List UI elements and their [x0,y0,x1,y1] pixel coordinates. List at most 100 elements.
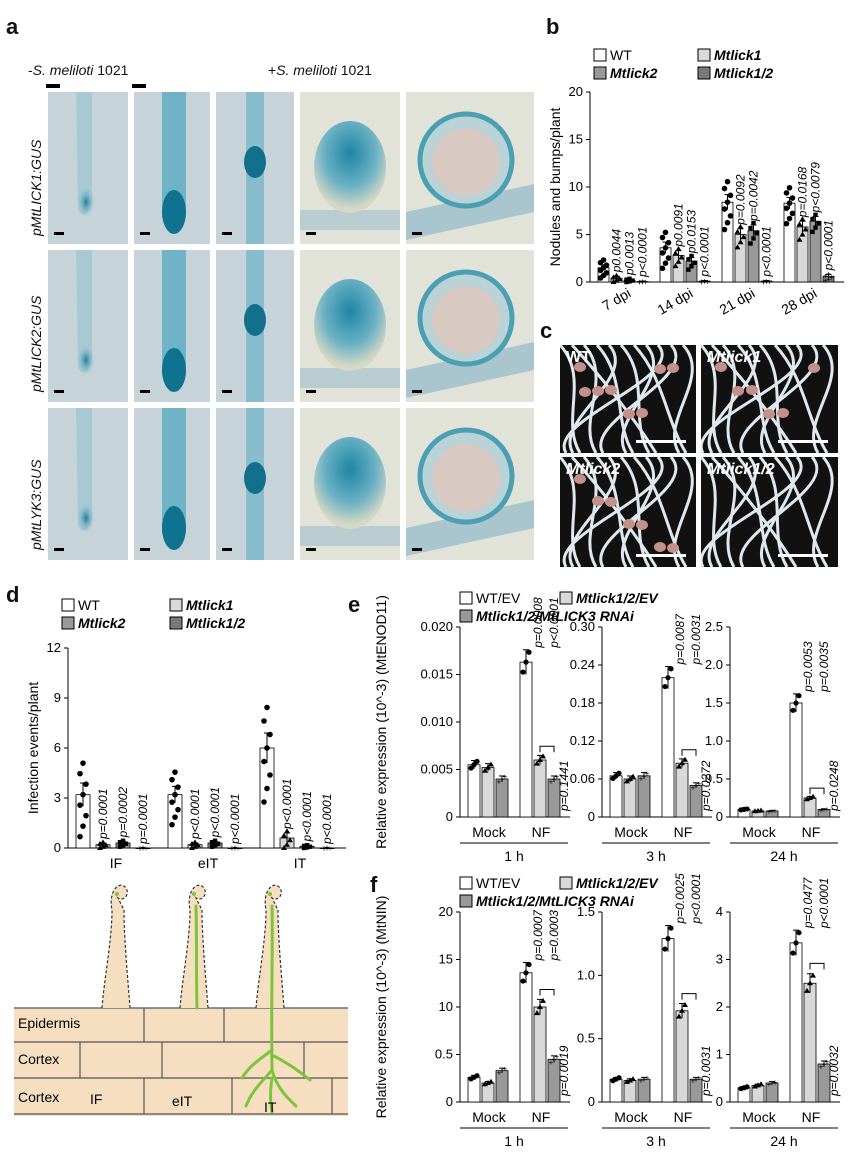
p-value-label: p<0.0001 [300,791,314,842]
data-point [796,221,803,227]
row-label-lick1: pMtLICK1:GUS [28,139,44,236]
data-point: + [642,772,647,781]
data-point: + [639,774,644,783]
panel-label-e: e [348,592,361,617]
data-point [261,799,267,805]
panel-label-d: d [6,582,20,607]
data-point [80,760,86,766]
nodule-mark [715,362,727,372]
p-value-label: p=0.0019 [557,1045,571,1097]
data-point: + [764,278,769,287]
bar [135,847,151,850]
data-point: + [773,807,778,816]
condition-label-plus: +S. meliloti 1021 [268,62,372,78]
data-point [675,245,682,251]
bar [319,847,335,850]
data-point [264,745,270,751]
data-point [627,776,633,781]
data-point [172,769,178,775]
root-shape [300,368,400,388]
data-point [281,845,287,850]
root-strand [560,345,582,453]
root-hair [101,884,131,1009]
data-point [665,239,672,246]
p-value-label: p<0.0001 [320,794,334,845]
data-point [307,844,313,849]
data-point [783,205,790,212]
data-point [80,823,86,829]
data-point [682,756,688,762]
nodule-mark [763,409,775,419]
data-point [537,757,543,762]
y-tick-label: 1 [716,1047,723,1062]
scale-bar [46,84,60,88]
data-point [267,772,273,778]
y-tick-label: 2.5 [705,619,723,634]
scale-bar [306,548,316,551]
data-point [523,970,529,976]
data-point: + [691,1077,696,1086]
root-strand [707,345,757,453]
data-point [724,199,731,205]
data-point [624,1078,630,1084]
data-point: + [819,1062,824,1071]
layer-label-cortex: Cortex [18,1051,59,1067]
data-point: + [826,270,831,279]
data-point: + [702,278,707,287]
nodule-photo-lick1: Mtlick1 [701,345,838,453]
data-point: + [645,769,650,778]
x-tick-label: Mock [742,824,776,840]
data-point: + [699,277,704,286]
p-value-label: p=0.0001 [96,789,110,840]
legend-swatch [697,66,711,80]
data-point [793,700,799,706]
data-point: + [328,844,333,853]
nodule-photo-wt: WT [560,345,696,453]
data-point [103,842,109,848]
data-point [754,231,759,236]
data-point [796,693,802,699]
data-point: + [691,783,696,792]
root-image [701,457,834,567]
p-value-label: p=0.0248 [827,760,841,812]
root-hair [179,884,209,1009]
data-point [665,675,671,681]
y-axis-label: Infection events/plant [25,682,41,814]
data-point [212,843,218,848]
infected-zone [432,128,500,196]
data-point: + [822,1060,827,1069]
data-point [689,264,694,269]
bar [609,775,623,818]
root-strand [701,457,723,567]
y-tick-label: 10 [439,999,453,1014]
data-point [790,707,796,713]
scale-bar [222,548,232,551]
y-tick-label: 0 [716,809,723,824]
p-value-label: p=0.0007 [531,909,545,962]
legend-label: Mtlick2 [78,615,126,631]
root-shape [300,526,400,546]
data-point: + [826,275,831,284]
x-tick-label: 7 dpi [599,285,633,314]
data-point [77,770,83,777]
photo-label: WT [566,349,591,366]
bar [519,661,533,818]
y-tick-label: 0.005 [420,762,453,777]
legend-label: Mtlick1/2/EV [576,875,659,891]
data-point [802,226,809,232]
data-point [482,767,488,773]
nodule-mark [636,408,648,418]
data-point: + [643,278,648,287]
scale-bar [412,548,422,551]
data-point [301,843,307,849]
legend-label: Mtlick1/2 [186,615,245,631]
data-point [83,812,89,819]
data-point [721,226,728,233]
significance-bracket [681,993,697,1000]
nodule-primordium [244,462,266,494]
data-point: + [503,773,508,782]
data-point [267,731,273,738]
data-point: + [694,781,699,790]
